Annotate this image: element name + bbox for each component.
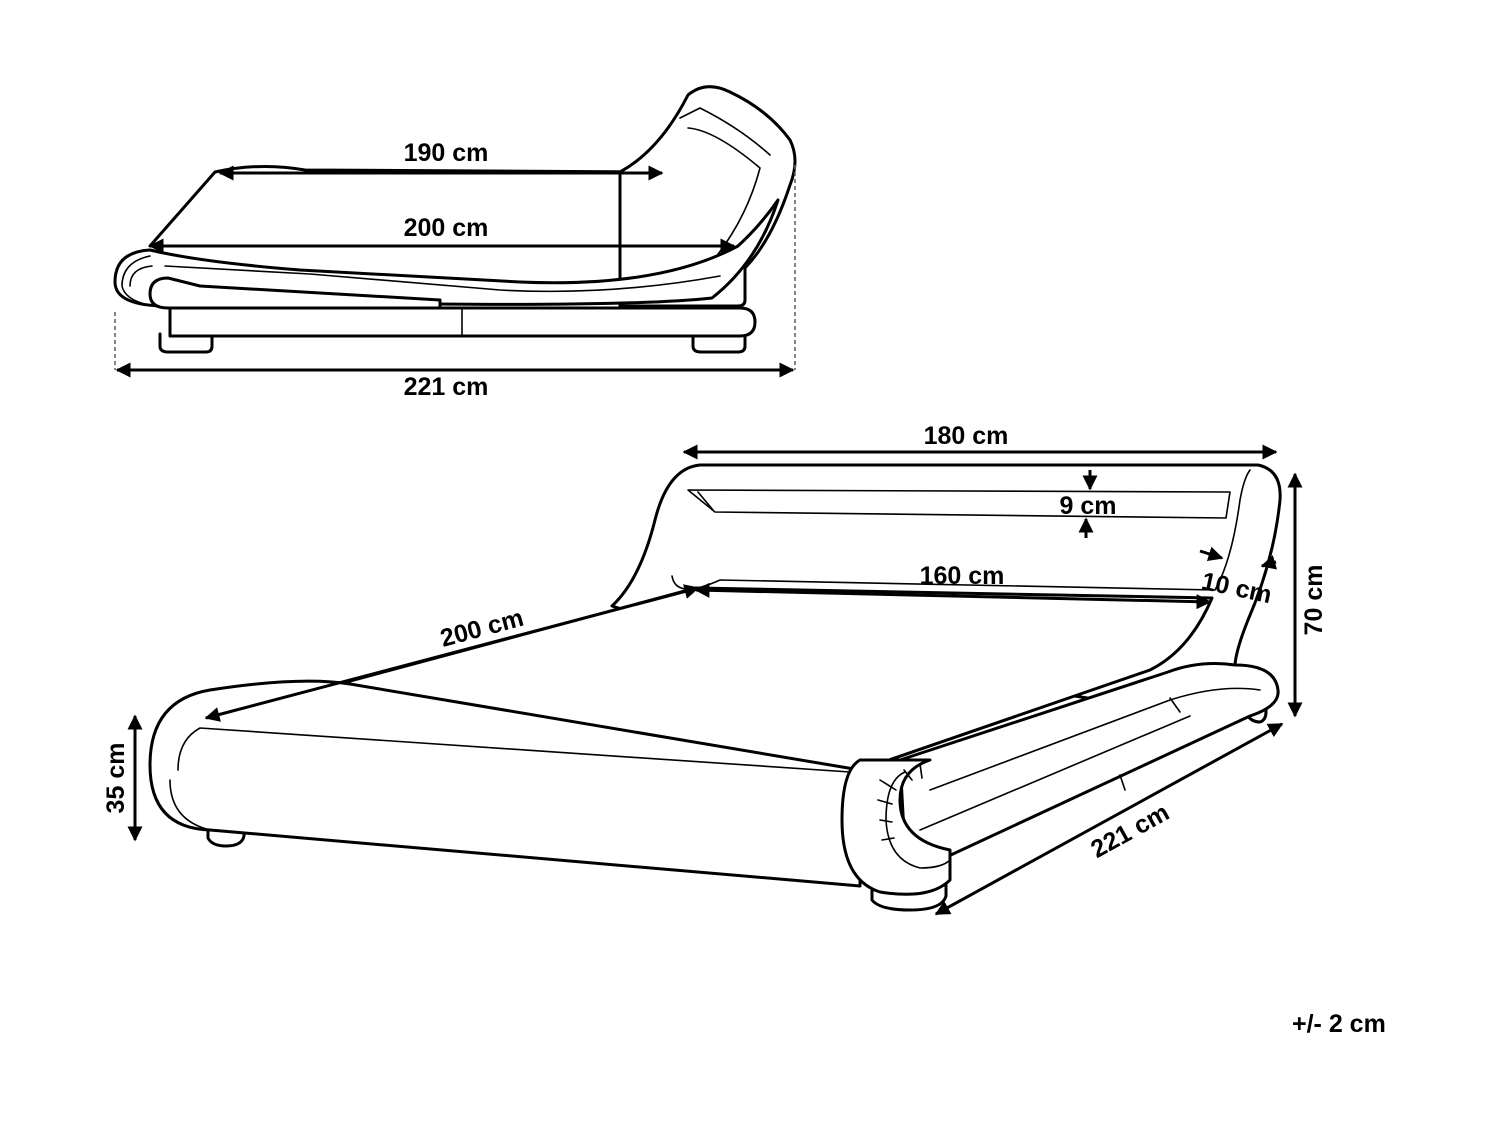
- persp-dim-9-label: 9 cm: [1060, 492, 1117, 520]
- persp-dim-10-arrow-right: [1260, 555, 1278, 570]
- persp-dim-35-label: 35 cm: [102, 743, 130, 814]
- side-foot-right: [691, 332, 747, 354]
- tolerance-note: +/- 2 cm: [1292, 1010, 1386, 1038]
- persp-dim-10-arrow-left: [1199, 546, 1224, 562]
- side-rail: [113, 198, 780, 308]
- side-foot-curl: [148, 276, 442, 310]
- persp-front-roll: [840, 758, 952, 896]
- persp-dim-180-label: 180 cm: [924, 422, 1009, 450]
- persp-dim-160-arrow: [694, 582, 1212, 610]
- side-dim-200-label: 200 cm: [404, 214, 489, 242]
- persp-dim-221-arrow: [934, 722, 1284, 916]
- persp-dim-200-arrow: [204, 584, 700, 722]
- persp-led-strip: [687, 489, 1231, 519]
- persp-dim-70-label: 70 cm: [1300, 565, 1328, 636]
- persp-dim-160-label: 160 cm: [920, 562, 1005, 590]
- side-dim-190-label: 190 cm: [404, 139, 489, 167]
- side-dim-221-label: 221 cm: [404, 373, 489, 401]
- side-foot-left: [158, 332, 214, 354]
